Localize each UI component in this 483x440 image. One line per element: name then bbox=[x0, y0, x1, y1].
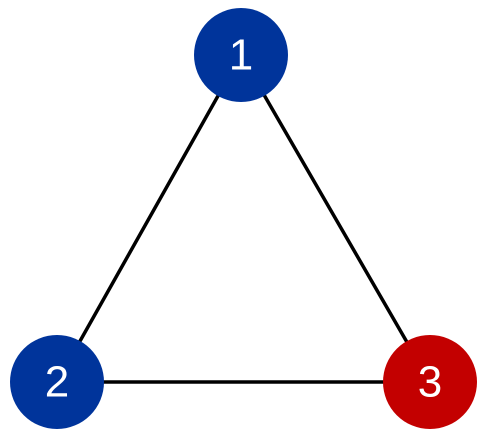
node-1: 1 bbox=[194, 8, 288, 102]
node-2-label: 2 bbox=[45, 358, 69, 407]
node-1-label: 1 bbox=[229, 31, 253, 80]
edge-1-3 bbox=[239, 53, 432, 384]
node-1-circle bbox=[194, 8, 288, 102]
nodes-layer: 1 2 3 bbox=[10, 8, 477, 429]
edges-layer bbox=[55, 53, 432, 384]
node-2-circle bbox=[10, 335, 104, 429]
node-2: 2 bbox=[10, 335, 104, 429]
node-3: 3 bbox=[383, 335, 477, 429]
node-3-label: 3 bbox=[418, 358, 442, 407]
node-3-circle bbox=[383, 335, 477, 429]
edge-1-2 bbox=[55, 53, 243, 384]
